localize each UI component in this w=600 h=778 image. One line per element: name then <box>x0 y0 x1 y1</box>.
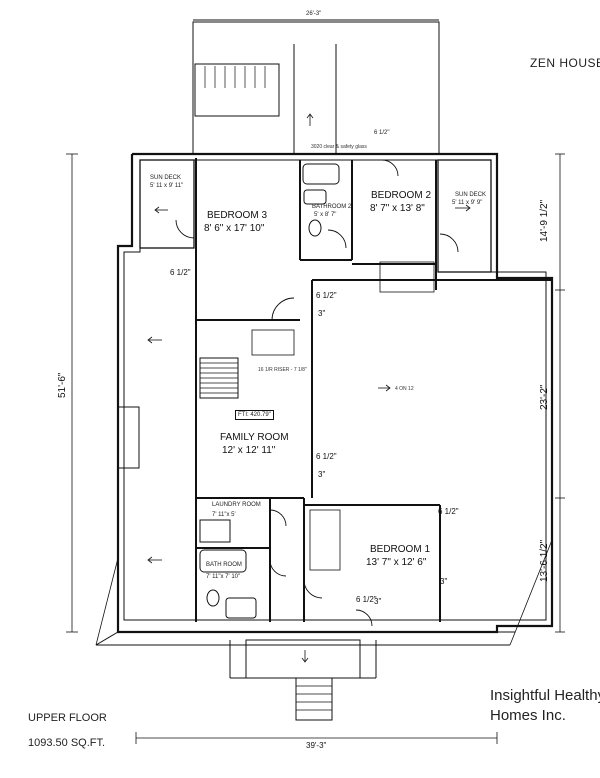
note-three-b: 3" <box>318 470 326 479</box>
room-bath: BATH ROOM <box>206 562 242 568</box>
room-bedroom2-size: 8' 7" x 13' 8" <box>370 203 425 214</box>
toilet-upper <box>308 219 322 237</box>
toilet-lower <box>206 589 220 607</box>
room-bathroom2: BATHROOM 2 <box>312 204 352 210</box>
room-bedroom3-size: 8' 6" x 17' 10" <box>204 223 265 234</box>
top-entry-structure <box>192 21 440 155</box>
note-half-a: 6 1/2" <box>374 130 390 136</box>
room-family: FAMILY ROOM <box>220 432 289 443</box>
right-dimension-1: 14'-9 1/2" <box>539 199 550 242</box>
bathtub-upper <box>302 163 340 185</box>
door-sundeck-l <box>175 219 195 239</box>
note-half-b: 6 1/2" <box>170 268 191 277</box>
room-bedroom2: BEDROOM 2 <box>371 190 432 201</box>
room-sun-deck-left-size: 5' 11 x 9' 11" <box>150 183 184 189</box>
company-name-line1: Insightful Healthy <box>490 687 600 704</box>
sun-deck-left <box>139 159 195 249</box>
floor-label: UPPER FLOOR <box>28 712 107 724</box>
sun-deck-right <box>437 159 492 273</box>
stair-note: 16 1/R RISER - 7 1/8" <box>258 367 307 373</box>
right-dimension-3: 13'-6 1/2" <box>539 539 550 582</box>
left-dimension: 51'-6" <box>57 372 68 398</box>
room-sun-deck-right-size: 5' 11 x 9' 9" <box>452 200 483 206</box>
floor-area: 1093.50 SQ.FT. <box>28 737 106 749</box>
door-bedroom1 <box>303 579 323 599</box>
door-bath <box>269 559 287 577</box>
room-sun-deck-right: SUN DECK <box>455 192 487 198</box>
door-sundeck-r <box>439 233 459 253</box>
dimension-lines <box>66 153 565 744</box>
exterior-wall <box>116 152 554 634</box>
window-note: 3020 clear & safety glass <box>311 144 367 150</box>
door-main <box>355 609 373 627</box>
project-title: ZEN HOUSE <box>530 56 600 70</box>
closet-bedroom2 <box>379 261 435 293</box>
washer-dryer <box>199 519 231 543</box>
company-name-line2: Homes Inc. <box>490 707 566 724</box>
room-bedroom1-size: 13' 7" x 12' 6" <box>366 557 427 568</box>
door-laundry <box>269 509 287 527</box>
note-half-d: 6 1/2" <box>316 452 337 461</box>
note-three-a: 3" <box>318 309 326 318</box>
top-stair-treads <box>204 66 266 88</box>
top-dimension: 26'-3" <box>306 11 322 17</box>
closet-bedroom3 <box>251 329 295 356</box>
note-half-e: 6 1/2" <box>438 507 459 516</box>
note-half-f: 6 1/2" <box>356 595 377 604</box>
closet-bedroom1 <box>309 509 341 571</box>
room-laundry-size: 7' 11"x 5' <box>212 512 236 518</box>
bathtub-lower <box>199 549 247 573</box>
room-bedroom1: BEDROOM 1 <box>370 544 431 555</box>
note-three-c: 3" <box>440 577 448 586</box>
room-bathroom2-size: 5' x 8' 7" <box>314 212 337 218</box>
bottom-step <box>295 677 333 721</box>
family-fti: FTI: 420.79" <box>235 410 274 420</box>
room-sun-deck-left: SUN DECK <box>150 175 182 181</box>
room-family-size: 12' x 12' 11" <box>222 445 276 456</box>
note-half-c: 6 1/2" <box>316 291 337 300</box>
room-bath-size: 7' 11"x 7' 10" <box>206 574 241 580</box>
note-three-d: 3" <box>374 597 382 606</box>
slope-label-family: 4 ON 12 <box>395 386 414 392</box>
sink-lower <box>225 597 257 619</box>
top-stair <box>194 63 280 117</box>
room-laundry: LAUNDRY ROOM <box>212 502 261 508</box>
bottom-dimension: 39'-3" <box>306 741 327 750</box>
sink-upper <box>303 189 327 205</box>
side-chimney <box>117 406 140 469</box>
door-bath2 <box>327 229 347 249</box>
right-dimension-2: 23'-2" <box>539 384 550 410</box>
door-bedroom2 <box>381 159 399 177</box>
door-bedroom3 <box>271 297 295 321</box>
room-bedroom3: BEDROOM 3 <box>207 210 268 221</box>
